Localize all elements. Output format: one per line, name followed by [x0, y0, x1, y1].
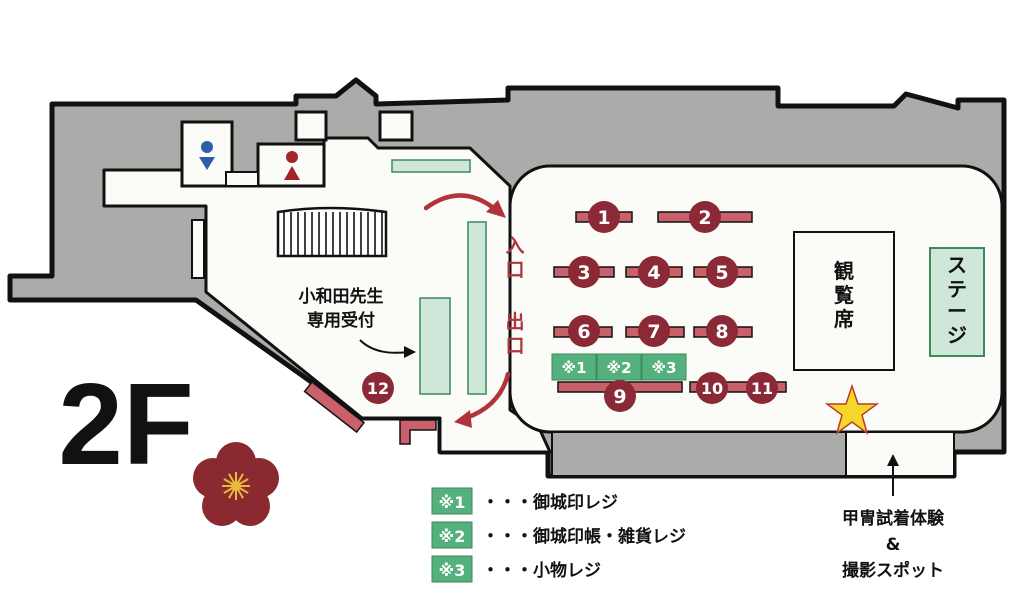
booth-2-number: 2: [698, 207, 711, 229]
register-tag-1-text: ※1: [561, 359, 586, 377]
flow-arrows: [423, 193, 511, 421]
armor-label-1: 甲冑試着体験: [842, 508, 945, 529]
star-icon: [824, 383, 880, 435]
audience-seating: [793, 231, 895, 371]
armor-label-3: 撮影スポット: [842, 560, 944, 581]
booth-3: [568, 256, 600, 288]
seating-label-2: 覧: [834, 283, 854, 307]
plum-blossom-icon: [193, 442, 279, 526]
booth-11-number: 11: [751, 379, 773, 398]
legend-tag-3: [431, 555, 473, 583]
legend-tag-1: [431, 487, 473, 515]
booth-12-number: 12: [367, 379, 389, 398]
legend-text-2: ・・・御城印帳・雑貨レジ: [482, 526, 686, 547]
entrance-label-1: 入: [505, 235, 524, 257]
armor-label-2: &: [886, 535, 901, 555]
stage-label-1: ス: [947, 253, 967, 277]
register-tag-3-text: ※3: [651, 359, 676, 377]
legend-tag-2: [431, 521, 473, 549]
hall-lower-wall: [551, 431, 847, 477]
register-tag-3: [641, 353, 687, 381]
register-tag-2-text: ※2: [606, 359, 631, 377]
booth-5-number: 5: [715, 262, 728, 284]
restroom-area: [180, 120, 234, 188]
reception-pointer-head: [404, 346, 416, 358]
entrance-arrow: [423, 193, 499, 213]
booth-10-number: 10: [701, 379, 723, 398]
booth-1-number: 1: [597, 207, 610, 229]
entrance-arrow-head: [486, 200, 506, 218]
female-restroom-icon: [284, 151, 300, 180]
armor-spot-doorway: [845, 431, 955, 477]
staircase: [276, 206, 388, 258]
legend-text-1: ・・・御城印レジ: [482, 492, 618, 513]
legend-text-3: ・・・小物レジ: [482, 560, 601, 581]
armor-spot-pointer-head: [887, 454, 899, 466]
legend: ※1 ※2 ※3 ・・・御城印レジ ・・・御城印帳・雑貨レジ ・・・小物レジ: [431, 487, 686, 583]
booth-3-number: 3: [577, 262, 590, 284]
booth-2: [689, 201, 721, 233]
booth-8: [706, 315, 738, 347]
reception-desk: [419, 297, 451, 395]
booth-9-number: 9: [613, 386, 626, 408]
male-restroom-icon: [199, 141, 215, 170]
register-tag-1: [551, 353, 597, 381]
small-room: [378, 110, 414, 142]
entrance-label-2: 口: [505, 259, 524, 281]
stage-label-4: ジ: [947, 323, 967, 347]
legend-tag-3-text: ※3: [439, 561, 466, 580]
booth-1: [588, 201, 620, 233]
seating-label-1: 観: [834, 259, 854, 283]
long-counter: [467, 221, 487, 395]
booth-4-number: 4: [647, 262, 660, 284]
booth-10: [696, 372, 728, 404]
exit-label-2: 口: [505, 335, 524, 357]
booth-11: [746, 372, 778, 404]
booth-7-number: 7: [647, 321, 660, 343]
reception-pointer: [359, 339, 409, 354]
booth-5: [706, 256, 738, 288]
booth-12: [362, 372, 394, 404]
register-tag-2: [596, 353, 642, 381]
legend-tag-1-text: ※1: [439, 493, 466, 512]
top-counter: [391, 159, 471, 173]
reception-label-line1: 小和田先生: [299, 286, 384, 307]
booth-6-number: 6: [577, 321, 590, 343]
wall-block: [225, 171, 259, 187]
booth-4: [638, 256, 670, 288]
stage-label-2: テ: [947, 277, 967, 301]
small-room-2: [294, 110, 328, 142]
exit-arrow: [463, 371, 511, 421]
legend-tag-2-text: ※2: [439, 527, 466, 546]
register-tags: ※1 ※2 ※3: [551, 353, 687, 381]
booth-6: [568, 315, 600, 347]
door-panel: [191, 219, 205, 279]
booth-9: [604, 380, 636, 412]
booth-8-number: 8: [715, 321, 728, 343]
exit-arrow-head: [454, 410, 472, 428]
reception-label-line2: 専用受付: [307, 310, 375, 331]
seating-label-3: 席: [834, 307, 854, 331]
stage-label-3: ー: [947, 299, 967, 323]
exit-label-1: 出: [505, 310, 524, 333]
stage-area: [929, 247, 985, 357]
booth-markers: [362, 201, 778, 412]
floor-label: 2F: [58, 359, 193, 489]
booth-7: [638, 315, 670, 347]
